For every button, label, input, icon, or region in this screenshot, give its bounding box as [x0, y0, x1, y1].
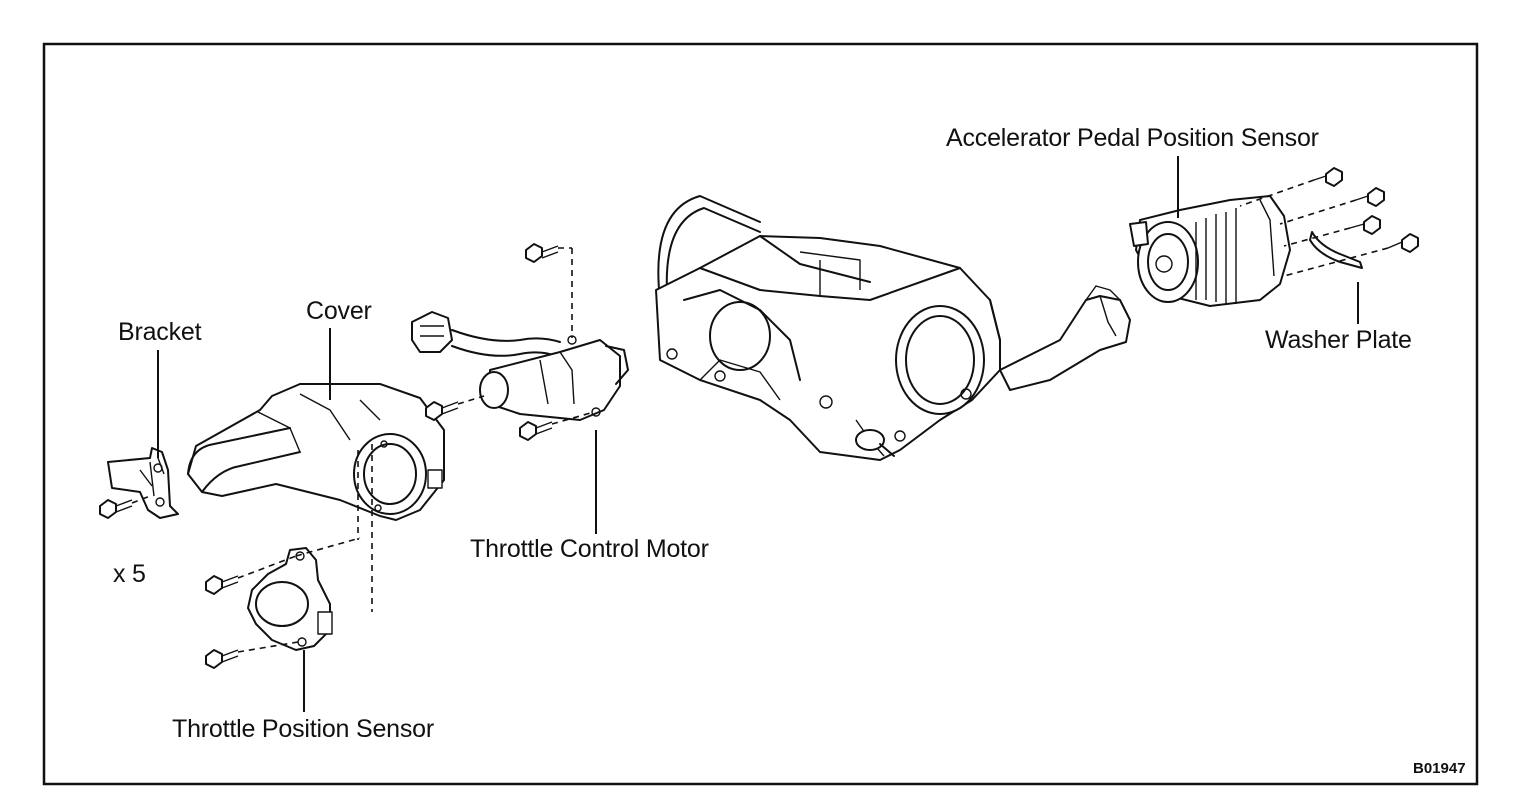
washer-plate-label: Washer Plate [1265, 326, 1412, 354]
diagram-frame [42, 42, 1479, 786]
throttle-control-motor-label: Throttle Control Motor [470, 535, 709, 563]
bracket-label: Bracket [118, 318, 202, 346]
bolt-icon [425, 401, 459, 421]
bolt-icon [1355, 187, 1385, 207]
bolt-icon [99, 499, 133, 519]
bolt-icon [525, 243, 559, 263]
cover-label: Cover [306, 297, 372, 325]
throttle-position-sensor-label: Throttle Position Sensor [172, 715, 434, 743]
bolt-icon [205, 649, 239, 669]
bolt-icon [519, 421, 553, 441]
bolt-icon [1349, 215, 1381, 235]
bracket-part [107, 447, 179, 519]
throttle-body-part [655, 195, 1131, 461]
accelerator-pedal-position-sensor-label: Accelerator Pedal Position Sensor [946, 124, 1319, 152]
bolt-icon [1313, 167, 1343, 187]
accelerator-pedal-position-sensor-part [1129, 195, 1291, 307]
quantity-label: x 5 [113, 560, 146, 588]
figure-code: B01947 [1413, 760, 1466, 777]
bolt-icon [205, 575, 239, 595]
cover-part [187, 383, 445, 521]
throttle-position-sensor-part [247, 547, 333, 651]
bolt-icon [1387, 233, 1419, 253]
washer-plate-part [1309, 231, 1363, 269]
throttle-control-motor-part [411, 311, 629, 421]
